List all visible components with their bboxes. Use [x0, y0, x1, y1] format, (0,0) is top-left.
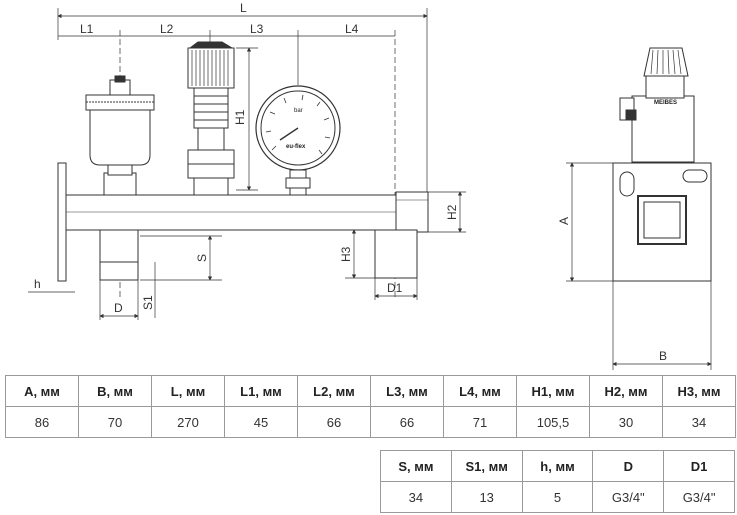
header-h1: H1, мм [516, 375, 590, 407]
value-a: 86 [5, 406, 79, 438]
value-s: 34 [380, 481, 452, 513]
table-value-row: 34 13 5 G3/4" G3/4" [380, 481, 735, 513]
value-d1: G3/4" [663, 481, 735, 513]
dim-label-b: B [659, 349, 667, 363]
value-h2: 30 [589, 406, 663, 438]
dim-label-s: S [195, 254, 209, 262]
value-h: 5 [521, 481, 594, 513]
header-s: S, мм [380, 450, 452, 482]
value-b: 70 [78, 406, 152, 438]
value-l2: 66 [297, 406, 371, 438]
header-h2: H2, мм [589, 375, 663, 407]
header-h: h, мм [521, 450, 594, 482]
dim-label-d: D [114, 301, 123, 315]
header-d1: D1 [663, 450, 735, 482]
header-d: D [592, 450, 665, 482]
front-view [28, 8, 466, 320]
dim-label-l: L [240, 1, 247, 15]
header-l1: L1, мм [224, 375, 298, 407]
value-l4: 71 [443, 406, 517, 438]
header-l: L, мм [151, 375, 225, 407]
value-l1: 45 [224, 406, 298, 438]
value-d: G3/4" [592, 481, 665, 513]
header-a: A, мм [5, 375, 79, 407]
gauge-brand-label: eu-flex [286, 144, 306, 150]
dim-label-a: A [557, 217, 571, 225]
dim-label-h1: H1 [233, 109, 247, 125]
vent-brand-label: MEIBES [654, 100, 677, 106]
dim-label-h3: H3 [339, 246, 353, 262]
spec-table-secondary: S, мм S1, мм h, мм D D1 34 13 5 G3/4" G3… [380, 450, 735, 513]
table-value-row: 86 70 270 45 66 66 71 105,5 30 34 [5, 406, 736, 438]
dim-label-s1: S1 [141, 295, 155, 310]
header-s1: S1, мм [450, 450, 523, 482]
header-l2: L2, мм [297, 375, 371, 407]
table-header-row: S, мм S1, мм h, мм D D1 [380, 450, 735, 482]
dim-label-l3: L3 [250, 22, 264, 36]
header-h3: H3, мм [662, 375, 736, 407]
dim-label-l1: L1 [80, 22, 94, 36]
technical-drawing: L L1 L2 L3 L4 H1 H2 H3 S S1 h D D1 bar e… [28, 1, 712, 370]
header-l3: L3, мм [370, 375, 444, 407]
side-view [566, 47, 712, 370]
header-l4: L4, мм [443, 375, 517, 407]
gauge-unit-label: bar [294, 108, 303, 114]
value-h1: 105,5 [516, 406, 590, 438]
value-l: 270 [151, 406, 225, 438]
dim-label-d1: D1 [387, 281, 403, 295]
value-s1: 13 [450, 481, 523, 513]
dim-label-l2: L2 [160, 22, 174, 36]
dim-label-l4: L4 [345, 22, 359, 36]
spec-table-main: A, мм B, мм L, мм L1, мм L2, мм L3, мм L… [5, 375, 736, 438]
header-b: B, мм [78, 375, 152, 407]
table-header-row: A, мм B, мм L, мм L1, мм L2, мм L3, мм L… [5, 375, 736, 407]
dim-label-h: h [34, 277, 41, 291]
value-h3: 34 [662, 406, 736, 438]
value-l3: 66 [370, 406, 444, 438]
dim-label-h2: H2 [445, 204, 459, 220]
